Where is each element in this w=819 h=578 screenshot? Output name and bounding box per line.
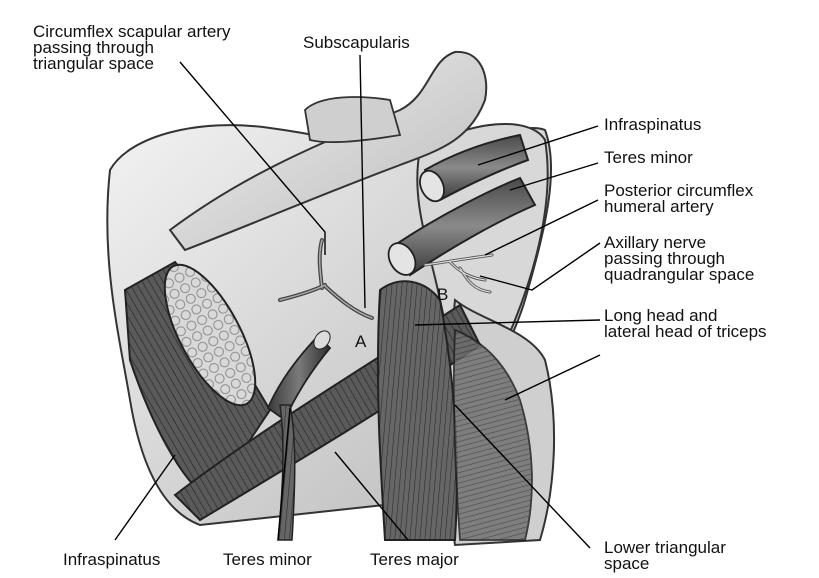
label-posterior-circumflex-humeral-artery: Posterior circumflex humeral artery: [604, 183, 753, 215]
label-axillary-nerve: Axillary nerve passing through quadrangu…: [604, 235, 754, 283]
label-circumflex-scapular-artery: Circumflex scapular artery passing throu…: [33, 24, 230, 72]
label-teres-major-bottom: Teres major: [370, 552, 459, 568]
clavicle-end: [305, 97, 400, 142]
label-infraspinatus-bottom: Infraspinatus: [63, 552, 160, 568]
label-space-a: A: [355, 332, 366, 352]
label-teres-minor-right: Teres minor: [604, 150, 693, 166]
label-subscapularis: Subscapularis: [303, 35, 410, 51]
label-teres-minor-bottom: Teres minor: [223, 552, 312, 568]
label-space-b: B: [437, 285, 448, 305]
label-lower-triangular-space: Lower triangular space: [604, 540, 726, 572]
label-triceps: Long head and lateral head of triceps: [604, 308, 767, 340]
label-infraspinatus-right: Infraspinatus: [604, 117, 701, 133]
